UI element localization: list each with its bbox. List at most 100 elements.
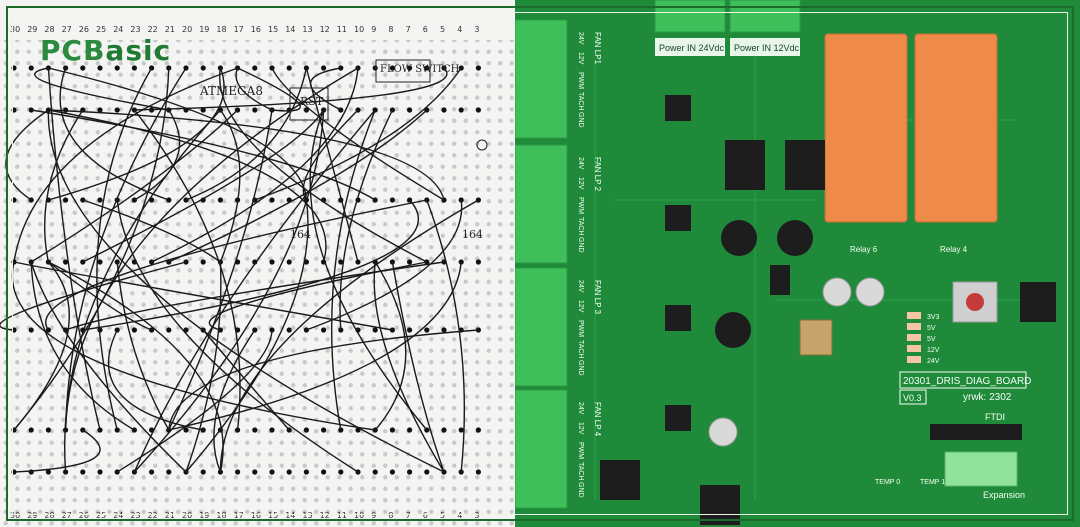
mosfet-1: [665, 95, 691, 121]
column-number: 23: [130, 25, 140, 34]
pin-dot: [372, 65, 378, 71]
logo-suffix: asic: [105, 34, 172, 67]
relay-label-4: Relay 4: [940, 245, 968, 254]
rail-label: 24V: [927, 358, 940, 365]
pin-dot: [286, 327, 292, 333]
fan-connector-3: [515, 267, 568, 387]
pin-dot: [200, 65, 206, 71]
pin-dot: [11, 107, 17, 113]
pin-dot: [63, 259, 69, 265]
mosfet-4: [665, 405, 691, 431]
pin-dot: [97, 197, 103, 203]
pin-dot: [235, 469, 241, 475]
pin-dot: [200, 469, 206, 475]
wire: [48, 109, 445, 201]
fan-pin-label: TACH: [577, 462, 584, 481]
wire: [116, 199, 359, 473]
wire: [168, 109, 273, 431]
column-number: 10: [354, 511, 364, 520]
column-number: 19: [199, 25, 209, 34]
wire: [271, 67, 445, 201]
relay-6: [824, 33, 908, 223]
column-number: 3: [474, 511, 479, 520]
column-number: 12: [320, 511, 330, 520]
pin-dot: [321, 427, 327, 433]
column-number: 12: [320, 25, 330, 34]
column-number: 17: [234, 25, 244, 34]
column-number: 13: [302, 25, 312, 34]
pin-dot: [97, 107, 103, 113]
pin-dot: [441, 327, 447, 333]
relay-4: [914, 33, 998, 223]
rail-label: 5V: [927, 336, 936, 343]
rail-led: [907, 356, 921, 363]
column-number: 25: [96, 511, 106, 520]
pin-dot: [424, 65, 430, 71]
capacitor-1: [721, 220, 757, 256]
ic-label-left: 164: [290, 228, 311, 241]
fan-connector-1: [515, 19, 568, 139]
wire: [96, 67, 153, 431]
expansion-label: Expansion: [983, 490, 1025, 500]
regulator-1: [725, 140, 765, 190]
fan-pin-label: TACH: [577, 340, 584, 359]
fan-pin-label: 24V: [577, 32, 584, 45]
temp-label-1: TEMP 1: [920, 479, 945, 486]
pin-dot: [424, 469, 430, 475]
pin-dot: [407, 259, 413, 265]
capacitor-6: [855, 277, 885, 307]
wire: [254, 67, 462, 201]
wire: [59, 67, 170, 201]
pin-dot: [475, 469, 481, 475]
fan-pin-label: TACH: [577, 217, 584, 236]
wire: [373, 261, 445, 473]
pin-dot: [131, 327, 137, 333]
column-number: 4: [457, 25, 462, 34]
column-number: 22: [148, 25, 158, 34]
fan-label: FAN LP1: [593, 32, 602, 65]
column-number: 29: [27, 25, 37, 34]
pin-dot: [338, 469, 344, 475]
column-number: 19: [199, 511, 209, 520]
fan-pin-label: TACH: [577, 92, 584, 111]
version: V0.3: [903, 393, 922, 403]
pin-dot: [28, 107, 34, 113]
wire: [339, 109, 394, 331]
relay-label-6: Relay 6: [850, 245, 878, 254]
power-label-24v: Power IN 24Vdc: [659, 43, 725, 53]
flow-switch-box: [375, 59, 431, 83]
pin-dot: [11, 197, 17, 203]
rail-led: [907, 312, 921, 319]
pin-dot: [424, 327, 430, 333]
capacitor-4: [708, 417, 738, 447]
pin-dot: [338, 259, 344, 265]
column-number: 8: [388, 511, 393, 520]
wire: [310, 67, 342, 111]
date-code: yrwk: 2302: [963, 392, 1012, 403]
column-number: 25: [96, 25, 106, 34]
wire: [306, 199, 463, 331]
fan-connector-2: [515, 144, 568, 264]
rail-led: [907, 334, 921, 341]
pin-dot: [475, 427, 481, 433]
ground-symbol: [476, 139, 488, 151]
column-number: 6: [423, 511, 428, 520]
reset-button-cap: [966, 293, 984, 311]
wire: [13, 429, 101, 473]
ic-label-right: 164: [462, 228, 483, 241]
column-number: 23: [130, 511, 140, 520]
board-name-box: [899, 371, 1027, 389]
pin-dot: [269, 259, 275, 265]
pin-dot: [475, 259, 481, 265]
regulator-4: [700, 485, 740, 525]
regulator-3: [600, 460, 640, 500]
pin-dot: [269, 427, 275, 433]
wire: [45, 199, 427, 331]
wire: [426, 199, 466, 473]
pin-dot: [63, 197, 69, 203]
pin-dot: [269, 469, 275, 475]
pin-dot: [407, 427, 413, 433]
